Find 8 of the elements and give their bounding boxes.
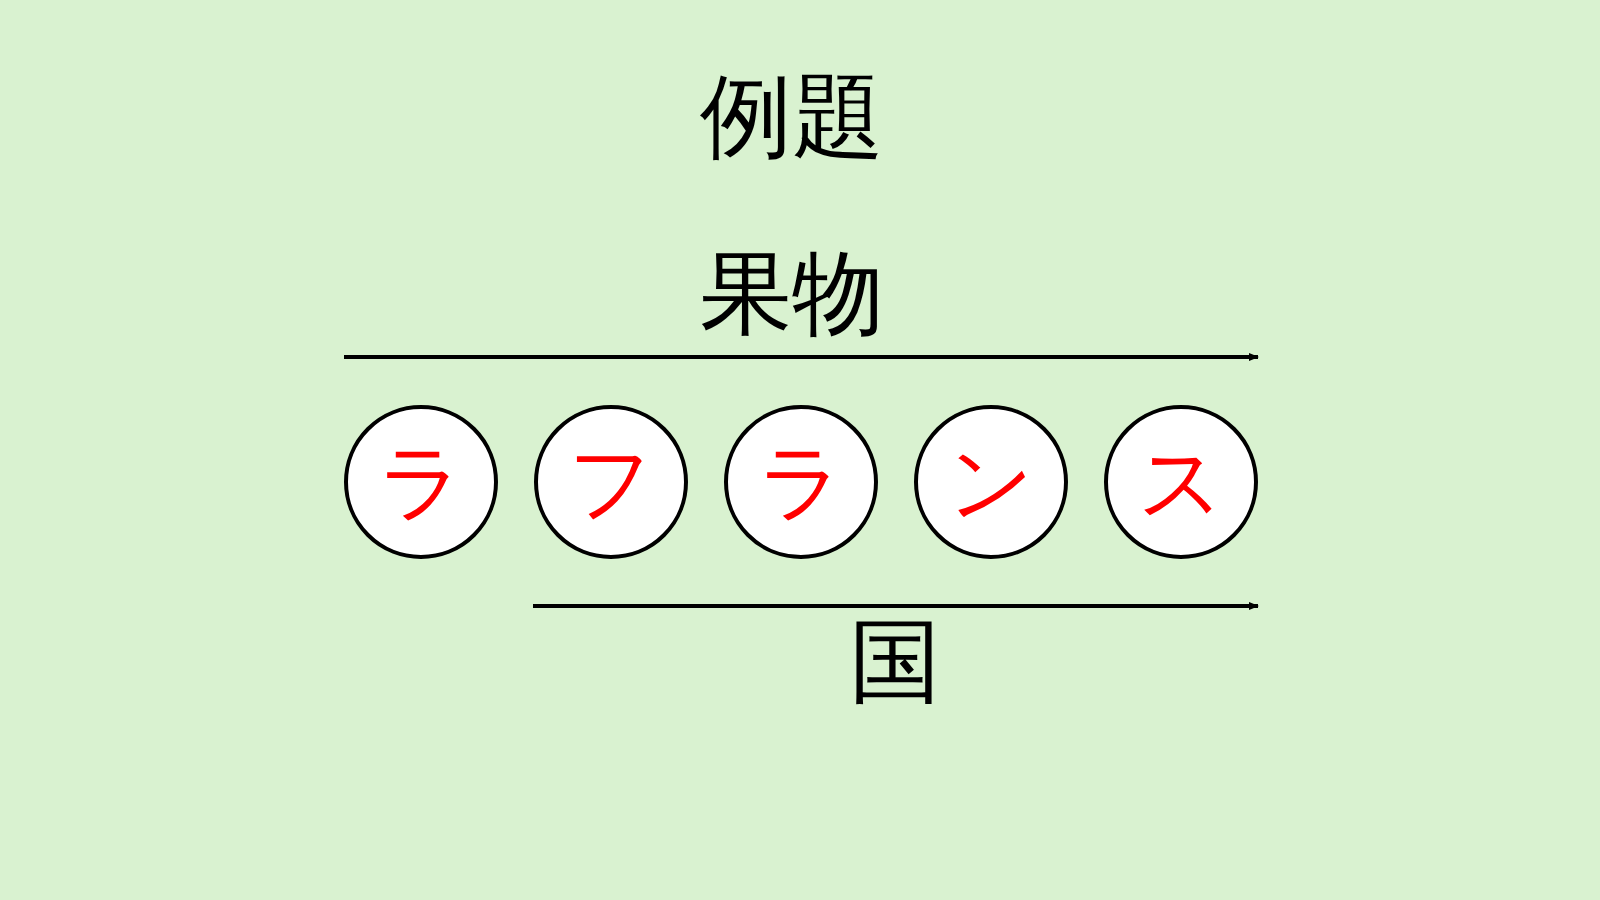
label: 果物 bbox=[700, 248, 884, 340]
character: ス bbox=[1138, 440, 1224, 524]
character: ラ bbox=[378, 440, 464, 524]
character: フ bbox=[568, 440, 654, 524]
label: 国 bbox=[849, 616, 941, 708]
title: 例題 bbox=[700, 71, 884, 163]
character: ン bbox=[948, 440, 1034, 524]
character: ラ bbox=[758, 440, 844, 524]
